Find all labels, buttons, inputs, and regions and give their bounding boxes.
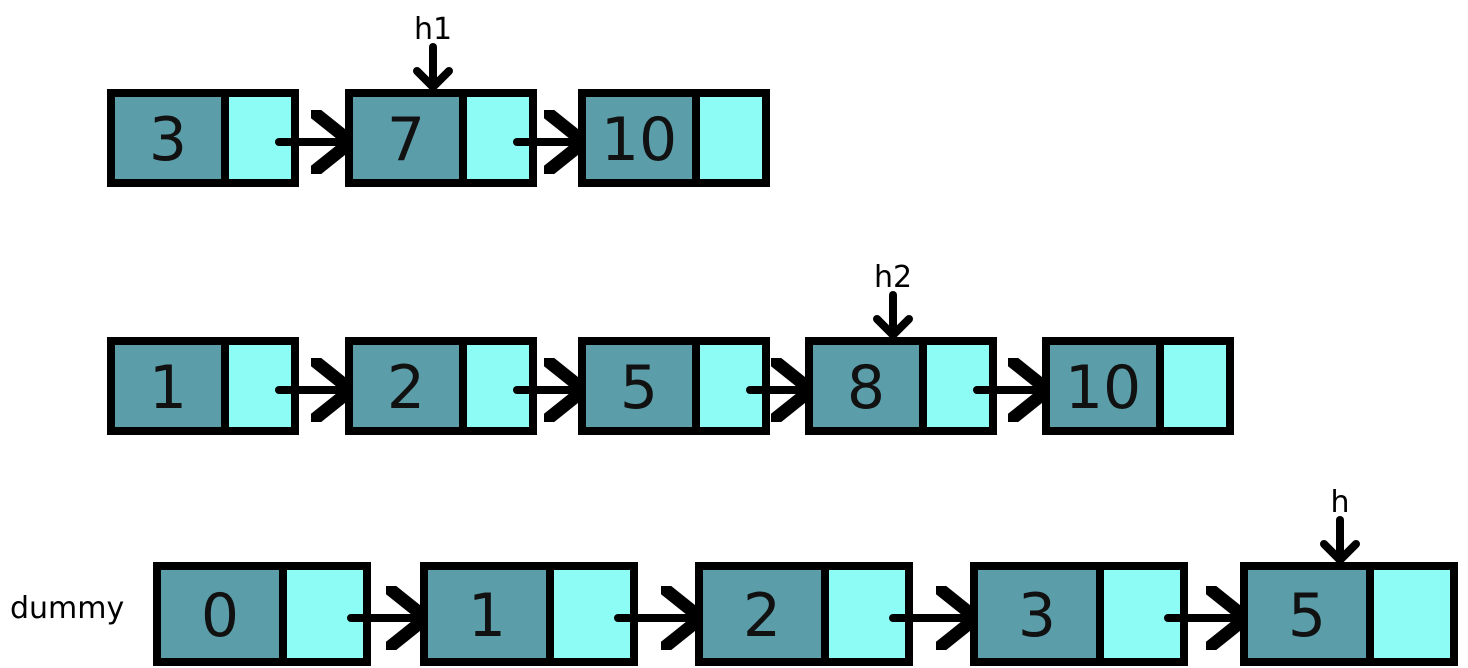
node-value: 2 xyxy=(743,581,781,651)
node-value: 2 xyxy=(387,353,425,423)
node-value: 8 xyxy=(847,353,885,423)
list-node: 10 xyxy=(1042,337,1234,435)
node-value-cell xyxy=(1248,570,1366,658)
list-node: 1 xyxy=(420,562,638,666)
list-node: 5 xyxy=(1240,562,1458,666)
node-value-cell xyxy=(586,345,692,427)
dummy-label: dummy xyxy=(10,591,124,626)
head-pointer-label: h1 xyxy=(414,12,452,47)
linked-list-list1: 3 7 10 h1 xyxy=(107,12,770,187)
list-node: 5 xyxy=(578,337,770,435)
node-value: 7 xyxy=(387,105,425,175)
list-node: 3 xyxy=(107,89,299,187)
head-pointer-label: h2 xyxy=(874,260,912,295)
head-pointer-arrowhead xyxy=(413,67,453,91)
node-value: 3 xyxy=(1018,581,1056,651)
node-value-cell xyxy=(428,570,546,658)
list-node: 0 xyxy=(153,562,371,666)
list-node: 1 xyxy=(107,337,299,435)
linked-list-list2: 1 2 5 8 10 h2 xyxy=(107,260,1234,435)
node-value-cell xyxy=(161,570,279,658)
node-value-cell xyxy=(813,345,919,427)
node-next-cell xyxy=(1374,570,1450,658)
node-value-cell xyxy=(586,97,692,179)
node-value: 5 xyxy=(1288,581,1326,651)
node-value: 3 xyxy=(149,105,187,175)
list-node: 8 xyxy=(805,337,997,435)
list-node: 2 xyxy=(695,562,913,666)
list-node: 7 xyxy=(345,89,537,187)
head-pointer: h xyxy=(1320,485,1360,564)
node-value-cell xyxy=(115,345,221,427)
node-next-cell xyxy=(829,570,905,658)
node-value: 5 xyxy=(620,353,658,423)
node-value-cell xyxy=(115,97,221,179)
node-value-cell xyxy=(1050,345,1156,427)
linked-list-merged: 0 1 2 3 5 h dummy xyxy=(10,485,1458,666)
node-value-cell xyxy=(353,345,459,427)
node-next-cell xyxy=(1164,345,1226,427)
node-next-cell xyxy=(700,97,762,179)
node-value: 1 xyxy=(468,581,506,651)
head-pointer-arrowhead xyxy=(873,315,913,339)
head-pointer: h2 xyxy=(873,260,913,339)
node-value: 10 xyxy=(1065,353,1141,423)
head-pointer-label: h xyxy=(1330,485,1349,520)
head-pointer: h1 xyxy=(413,12,453,91)
node-next-cell xyxy=(287,570,363,658)
node-value: 0 xyxy=(201,581,239,651)
node-value-cell xyxy=(703,570,821,658)
node-value: 1 xyxy=(149,353,187,423)
list-node: 2 xyxy=(345,337,537,435)
node-value: 10 xyxy=(601,105,677,175)
head-pointer-arrowhead xyxy=(1320,540,1360,564)
list-node: 10 xyxy=(578,89,770,187)
node-next-cell xyxy=(554,570,630,658)
node-next-cell xyxy=(1104,570,1180,658)
list-node: 3 xyxy=(970,562,1188,666)
node-value-cell xyxy=(978,570,1096,658)
node-value-cell xyxy=(353,97,459,179)
